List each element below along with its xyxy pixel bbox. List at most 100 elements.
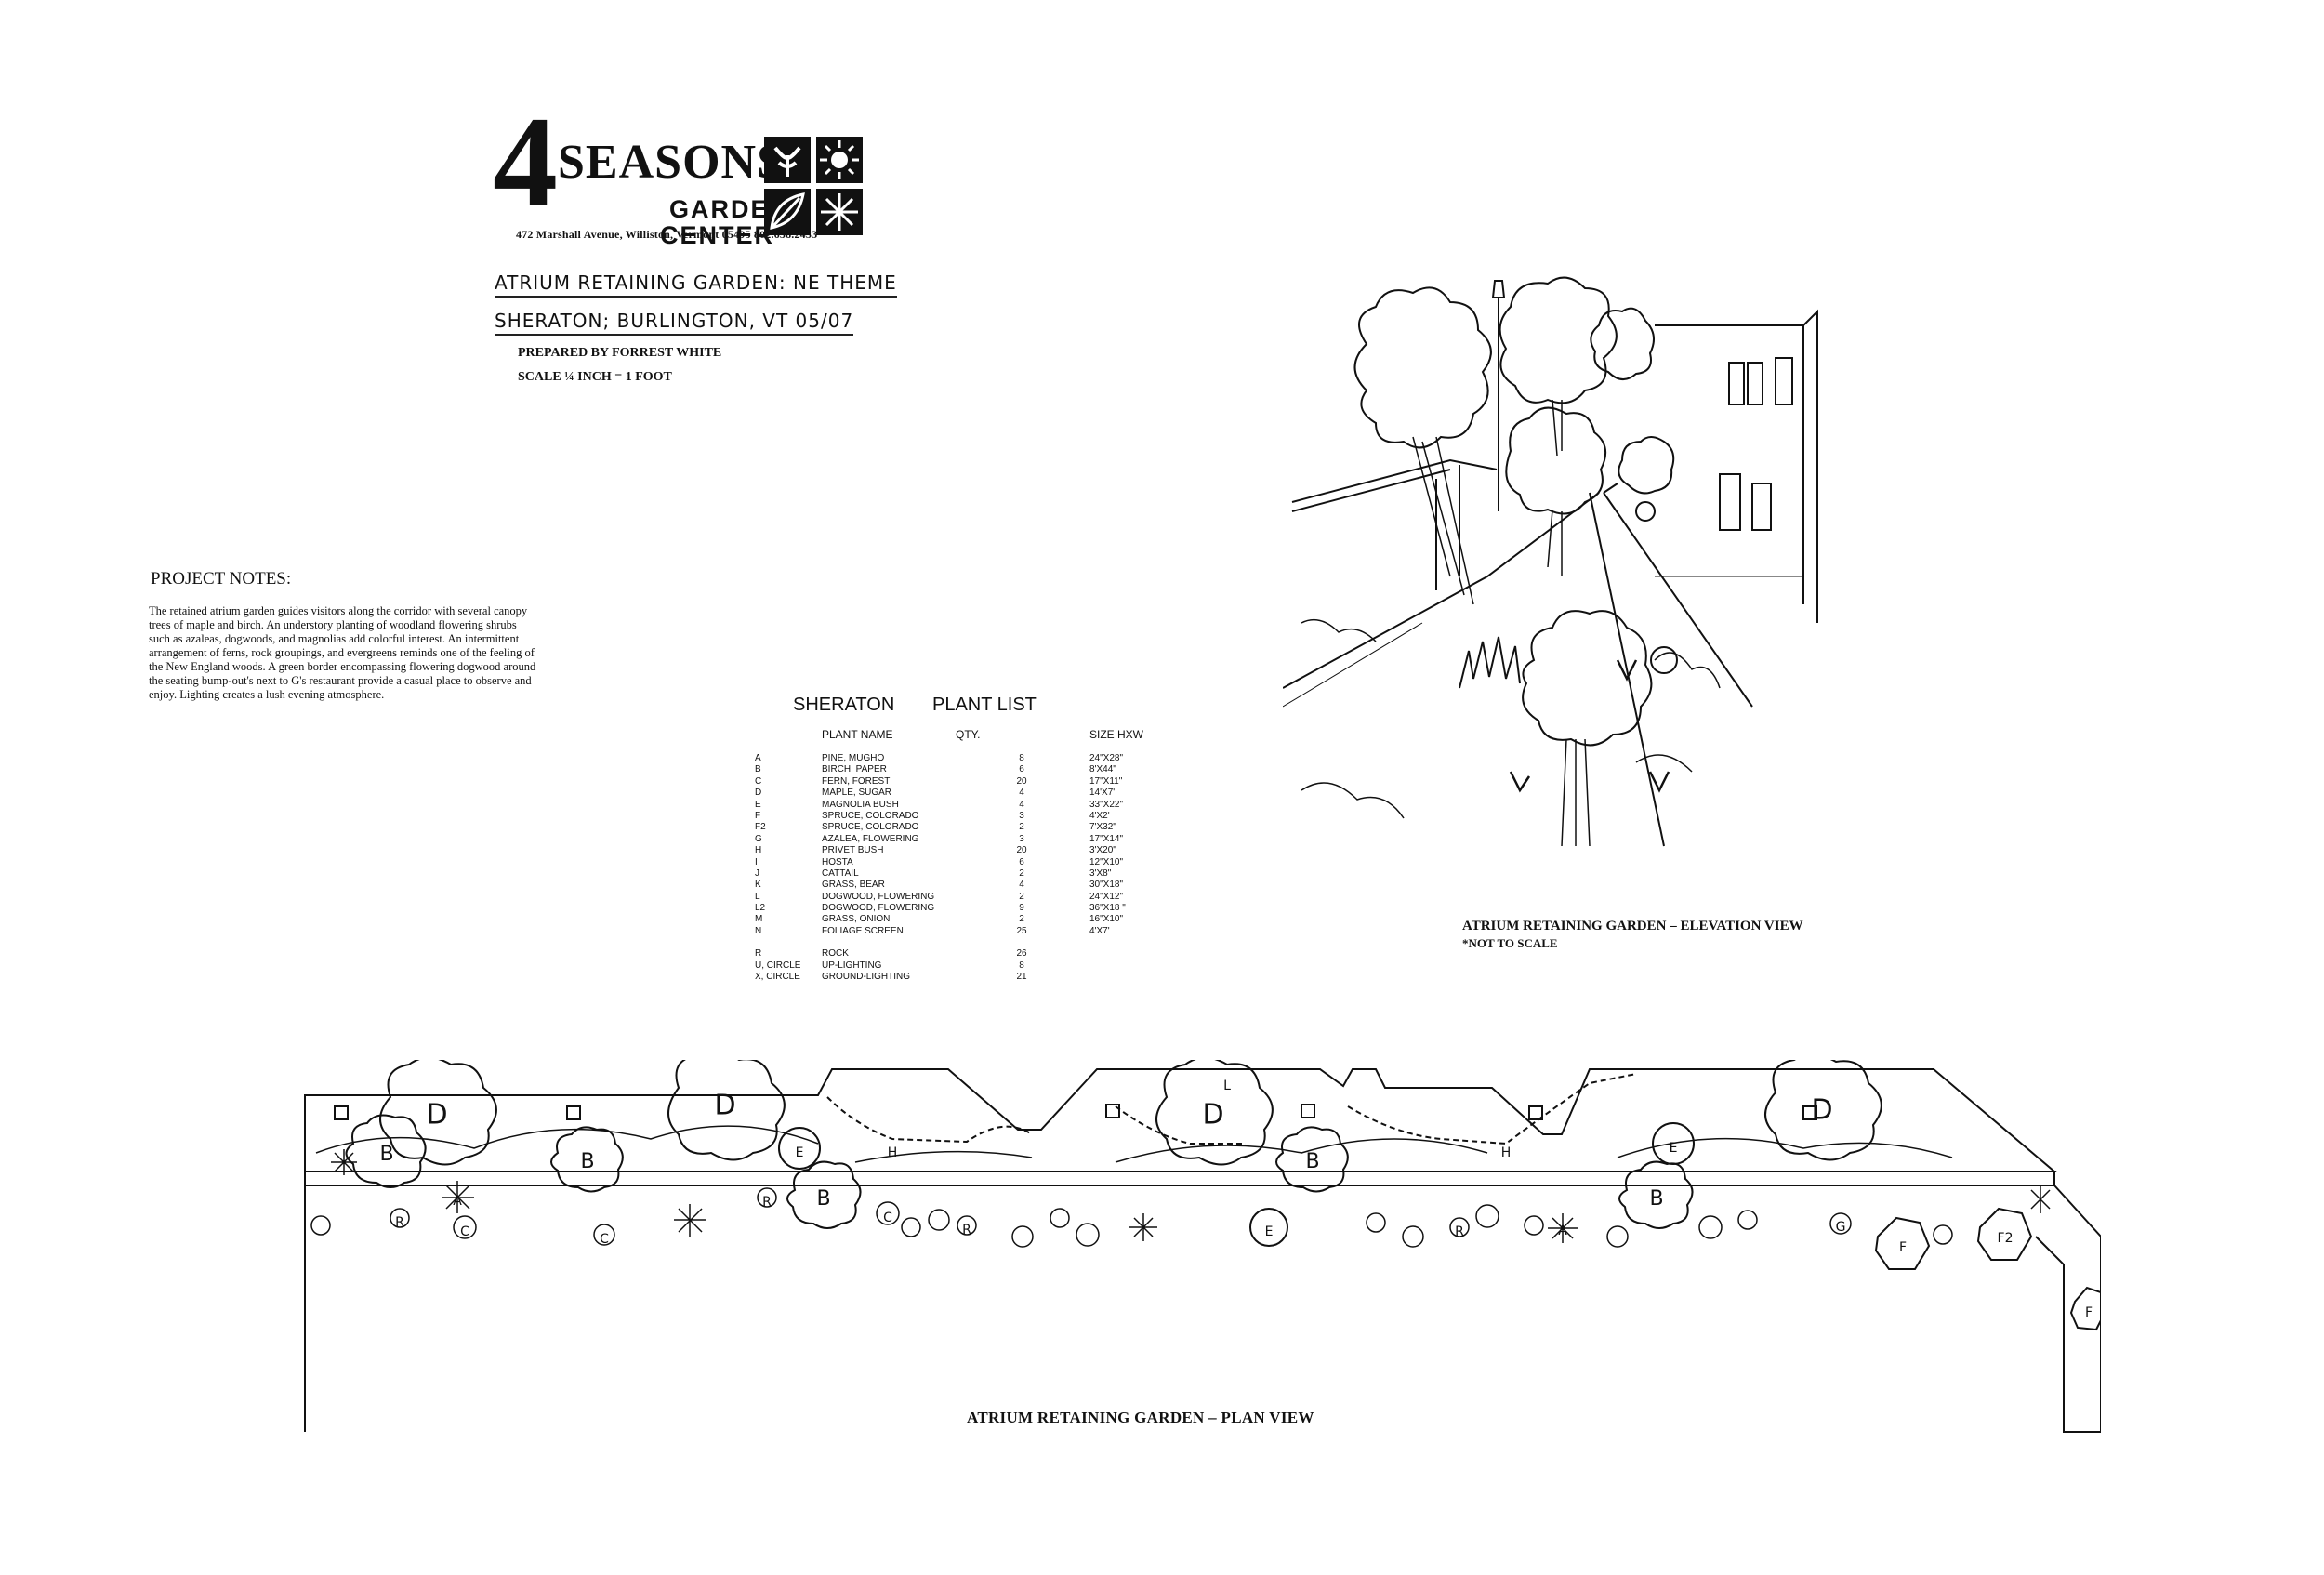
- plan-label-magnolia: E: [1670, 1141, 1678, 1156]
- plant-name: AZALEA, FLOWERING: [822, 833, 919, 844]
- plan-label-birch: B: [1649, 1187, 1663, 1211]
- plant-row: G AZALEA, FLOWERING 3 17"X14": [755, 834, 1182, 845]
- plant-code: J: [755, 867, 759, 879]
- plant-name: SPRUCE, COLORADO: [822, 822, 919, 833]
- plant-qty: 4: [1019, 880, 1024, 891]
- plan-label-spruce: F: [1899, 1240, 1907, 1255]
- plant-code: F: [755, 810, 761, 821]
- plant-code: B: [755, 764, 761, 775]
- project-notes-text: The retained atrium garden guides visito…: [149, 604, 536, 701]
- plant-qty: 3: [1019, 833, 1024, 844]
- plant-list-gap: [755, 937, 1182, 948]
- plant-code: N: [755, 925, 762, 936]
- walkway-outline: [304, 1171, 2101, 1433]
- col-header-size: SIZE HXW: [1089, 728, 1144, 741]
- plant-qty: 20: [1016, 845, 1027, 856]
- plant-qty: 2: [1019, 822, 1024, 833]
- col-header-plant-name: PLANT NAME: [822, 728, 893, 741]
- plan-label-privet: H: [1501, 1145, 1512, 1160]
- plant-size: 7'X32": [1089, 822, 1116, 833]
- pine-shrubs: [331, 1149, 2051, 1243]
- plant-name: GRASS, BEAR: [822, 880, 885, 891]
- plant-qty: 20: [1016, 775, 1027, 787]
- plan-label-pine: A: [453, 1194, 462, 1209]
- plant-list-title-left: SHERATON: [793, 695, 895, 715]
- plant-name: GRASS, ONION: [822, 914, 891, 925]
- plant-qty: 3: [1019, 810, 1024, 821]
- plan-label-maple: D: [714, 1090, 735, 1122]
- plant-code: R: [755, 948, 762, 960]
- plant-size: 17"X14": [1089, 833, 1124, 844]
- magnolia-bushes: [778, 1122, 1695, 1247]
- plant-qty: 9: [1019, 903, 1024, 914]
- plant-name: ROCK: [822, 948, 849, 960]
- plant-size: 24"X28": [1089, 753, 1124, 763]
- plant-qty: 21: [1016, 972, 1027, 983]
- plant-size: 33"X22": [1089, 799, 1124, 810]
- fern-marks: [1509, 659, 1670, 793]
- plant-size: 17"X11": [1089, 775, 1123, 787]
- drawing-title: ATRIUM RETAINING GARDEN: NE THEME: [495, 271, 897, 298]
- company-address: 472 Marshall Avenue, Williston, Vermont …: [516, 228, 818, 241]
- plant-name: BIRCH, PAPER: [822, 764, 887, 775]
- plant-qty: 25: [1016, 925, 1027, 936]
- window-3: [1775, 357, 1793, 405]
- plan-caption: ATRIUM RETAINING GARDEN – PLAN VIEW: [967, 1409, 1314, 1426]
- plan-label-rock: R: [962, 1223, 971, 1238]
- plant-name: PRIVET BUSH: [822, 845, 884, 856]
- plant-code: X, CIRCLE: [755, 972, 800, 983]
- plant-size: 12"X10": [1089, 856, 1124, 867]
- plan-label-maple: D: [1202, 1099, 1223, 1132]
- plan-label-rock: R: [762, 1195, 772, 1210]
- plan-label-birch: B: [816, 1187, 830, 1211]
- birch-trees: [345, 1114, 1694, 1229]
- plant-name: SPRUCE, COLORADO: [822, 810, 919, 821]
- prepared-by: PREPARED BY FORREST WHITE: [518, 346, 722, 360]
- plant-name: GROUND-LIGHTING: [822, 972, 910, 983]
- groundcover-curves: [1301, 618, 1721, 819]
- spruce-trees: [1874, 1207, 2101, 1331]
- drawing-location: SHERATON; BURLINGTON, VT 05/07: [495, 310, 854, 336]
- plant-code: L2: [755, 903, 766, 914]
- groundcover-lines: [315, 1125, 1953, 1163]
- plant-size: 16"X10": [1089, 914, 1124, 925]
- plan-label-rock: R: [1455, 1224, 1464, 1239]
- plant-code: G: [755, 833, 762, 844]
- plant-code: L: [755, 891, 760, 902]
- plan-label-maple: D: [426, 1099, 447, 1132]
- plant-list-title-right: PLANT LIST: [932, 695, 1037, 715]
- elevation-note: *NOT TO SCALE: [1462, 936, 1558, 950]
- company-logo: 4 SEASONS GARDEN CENTER: [493, 98, 865, 249]
- plan-label-maple: D: [1811, 1094, 1832, 1127]
- plant-qty: 6: [1019, 856, 1024, 867]
- plant-size: 14'X7': [1089, 788, 1116, 799]
- plant-qty: 8: [1019, 960, 1024, 971]
- retaining-wall-base: [1283, 622, 1423, 708]
- elevation-caption: ATRIUM RETAINING GARDEN – ELEVATION VIEW: [1462, 919, 1803, 933]
- plan-label-fern: C: [460, 1224, 469, 1239]
- plant-qty: 2: [1019, 867, 1024, 879]
- elevation-view-drawing: [1283, 276, 1818, 847]
- plant-size: 3'X8": [1089, 867, 1112, 879]
- building-wall: [1802, 309, 1818, 623]
- plan-label-birch: B: [379, 1143, 393, 1166]
- plan-label-privet: H: [888, 1145, 898, 1160]
- privet-border: [826, 1073, 1637, 1145]
- plant-name: FOLIAGE SCREEN: [822, 925, 904, 936]
- railing: [1291, 458, 1498, 590]
- plant-row: X, CIRCLE GROUND-LIGHTING 21: [755, 972, 1182, 983]
- plan-label-pine: A: [1558, 1224, 1567, 1238]
- plan-label-spruce: F: [2085, 1305, 2093, 1320]
